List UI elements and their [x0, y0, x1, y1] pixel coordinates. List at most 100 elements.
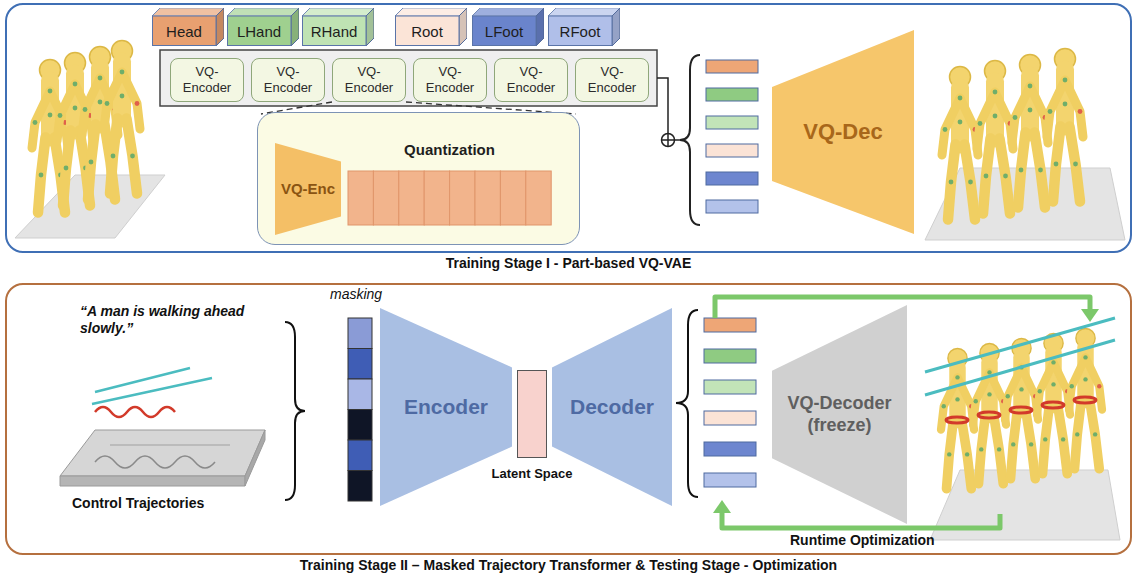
optimization-arrows: [1081, 309, 1099, 322]
encoder-box: VQ- Encoder: [251, 58, 325, 102]
text-holder: VQ- Encoder: [333, 59, 405, 101]
box-top-shade: [302, 8, 374, 16]
token-stack-bottom: [704, 318, 756, 332]
walking-figures-right: [1012, 55, 1048, 208]
box-side-shade: [216, 8, 224, 46]
control-trajectories: [110, 445, 230, 446]
box-top: [152, 8, 224, 16]
walking-figures-left: [104, 41, 140, 194]
part-label: LFoot: [485, 23, 523, 40]
stage-caption: Training Stage I - Part-based VQ-VAE: [7, 256, 1130, 271]
part-label: RFoot: [560, 23, 601, 40]
controlled-figures: [941, 349, 974, 489]
box-top-shade: [227, 8, 299, 16]
optimization-label: Runtime Optimization: [790, 533, 970, 548]
part-label: LHand: [237, 23, 281, 40]
control-trajectories: [245, 430, 265, 486]
codebook-cell: [399, 171, 424, 225]
box-side: [366, 8, 374, 46]
concat-connector: [657, 78, 668, 134]
encoder-box: VQ- Encoder: [413, 58, 487, 102]
box-top-shade: [395, 8, 467, 16]
box-side-shade: [612, 8, 620, 46]
encoder-box: VQ- Encoder: [575, 58, 649, 102]
token-stack-bottom: [704, 442, 756, 456]
controlled-figures: [946, 417, 968, 423]
stage-panel: Training Stage I - Part-based VQ-VAEHead…: [5, 3, 1132, 253]
trapezoid-fill: [772, 30, 914, 234]
controlled-figures: [1074, 397, 1096, 403]
optimization-arrows: [713, 297, 1099, 528]
box-side-shade: [291, 8, 299, 46]
token-stack-top: [706, 88, 758, 101]
stage-panel: Training Stage II – Masked Trajectory Tr…: [5, 283, 1132, 555]
encoder-box: VQ- Encoder: [332, 58, 406, 102]
mask-label: masking: [330, 287, 410, 302]
text-holder: Root: [395, 16, 459, 46]
encoder-label: VQ- Encoder: [259, 64, 317, 95]
box-front: [303, 16, 367, 46]
input-brace: [285, 322, 305, 500]
trajectory-label: Control Trajectories: [72, 496, 252, 511]
box-top-shade: [472, 8, 544, 16]
text-holder: VQ- Encoder: [414, 59, 486, 101]
walking-figures-right: [942, 67, 978, 220]
encoder-box: VQ- Encoder: [494, 58, 568, 102]
concat-connector: [680, 55, 700, 225]
mask-column: [348, 440, 372, 471]
box-top: [227, 8, 299, 16]
encoder-bar: [160, 50, 657, 106]
token-stack-top: [706, 60, 758, 73]
trapezoid-label: VQ-Dec: [803, 119, 882, 145]
controlled-figures: [1005, 339, 1038, 479]
concat-connector: [675, 139, 681, 141]
controlled-figures: [925, 318, 1120, 540]
box-front: [153, 16, 217, 46]
text-holder: LFoot: [472, 16, 536, 46]
quantization-heading: Quantization: [348, 141, 551, 158]
box-side: [612, 8, 620, 46]
trapezoid-fill: [552, 308, 672, 506]
control-trajectories: [92, 368, 212, 404]
token-stack-top: [706, 200, 758, 213]
concat-connector: [662, 134, 675, 147]
text-holder: VQ- Encoder: [576, 59, 648, 101]
codebook-cell: [373, 171, 398, 225]
box-side-shade: [536, 8, 544, 46]
control-trajectories: [95, 456, 215, 468]
token-stack-bottom: [704, 473, 756, 487]
concat-connector: [662, 134, 675, 147]
text-holder: RFoot: [548, 16, 612, 46]
latent-label: Latent Space: [492, 467, 573, 481]
codebook-cell: [450, 171, 475, 225]
box-front: [473, 16, 537, 46]
part-box: Head: [152, 8, 224, 46]
concat-connector: [657, 55, 700, 225]
trapezoid-label: VQ-Decoder (freeze): [785, 393, 895, 436]
token-stack-top: [706, 144, 758, 157]
box-top: [472, 8, 544, 16]
mask-column: [348, 318, 372, 349]
token-stack-bottom: [704, 349, 756, 363]
token-stack-bottom: [704, 411, 756, 425]
trapezoid-label: VQ-Enc: [281, 180, 335, 198]
encoder-label: VQ- Encoder: [340, 64, 398, 95]
codebook-cell: [348, 171, 373, 225]
trapezoid-fill: [275, 143, 341, 235]
controlled-figures: [973, 344, 1006, 484]
token-stack-top: [706, 172, 758, 185]
decoder-trapezoid: VQ-Dec: [772, 30, 914, 234]
text-holder: VQ-Enc: [275, 143, 341, 235]
codebook-cell: [500, 171, 525, 225]
latent-bar: Latent Space: [517, 370, 547, 458]
box-front: [228, 16, 292, 46]
controlled-figures: [1042, 402, 1064, 408]
trapezoid-label: Decoder: [570, 394, 654, 419]
token-stack-top: [706, 60, 758, 213]
prompt-text: “A man is walking ahead slowly.”: [80, 303, 280, 337]
codebook-cell: [475, 171, 500, 225]
optimization-arrows: [713, 500, 731, 513]
text-holder: VQ-Dec: [772, 30, 914, 234]
